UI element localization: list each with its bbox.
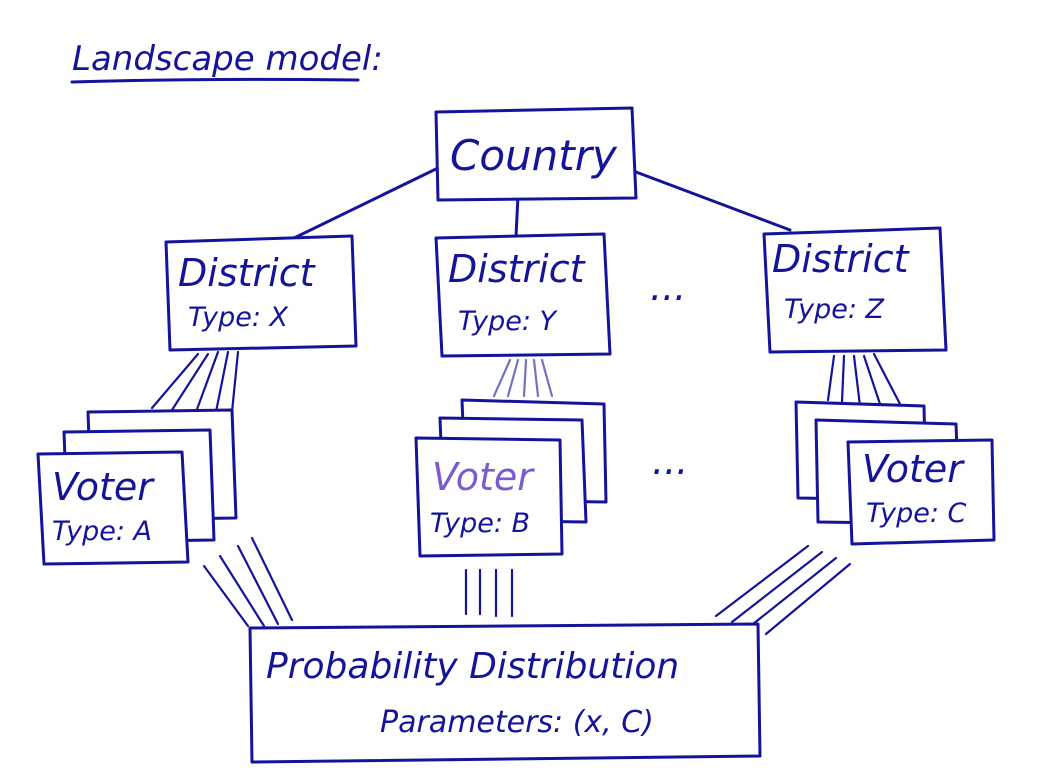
link-dy-voter-2 — [506, 358, 520, 398]
district-y-label: District — [448, 247, 587, 291]
distribution-params: Parameters: (x, C) — [380, 705, 654, 740]
link-vc-dist-1 — [714, 544, 810, 618]
district-z-box — [762, 226, 948, 354]
link-dy-voter-1 — [492, 358, 512, 398]
distribution-node: Probability Distribution Parameters: (x,… — [248, 622, 762, 764]
link-dz-voter-3 — [852, 354, 862, 408]
voter-a-type: Type: A — [52, 516, 152, 547]
district-z-type: Type: Z — [784, 294, 885, 325]
link-country-district-y — [514, 194, 520, 238]
title-underline — [70, 77, 360, 84]
district-voter-links — [150, 350, 902, 414]
voter-distribution-links — [202, 536, 852, 636]
diagram-title: Landscape model: — [70, 39, 383, 84]
link-dx-voter-3 — [194, 350, 220, 414]
link-dx-voter-5 — [230, 350, 240, 414]
voter-b-stack: Voter Type: B — [414, 398, 608, 558]
district-y-box — [434, 232, 612, 358]
district-z-node: District Type: Z — [762, 226, 948, 354]
district-x-type: Type: X — [188, 302, 289, 333]
country-node: Country — [434, 106, 638, 202]
link-dx-voter-2 — [170, 352, 210, 412]
link-dy-voter-3 — [522, 358, 528, 398]
link-vc-dist-4 — [764, 562, 852, 636]
link-dz-voter-2 — [840, 354, 846, 404]
country-box — [434, 106, 638, 202]
link-vc-dist-2 — [730, 550, 824, 624]
link-va-dist-3 — [236, 544, 280, 626]
voter-a-card-front — [36, 450, 190, 566]
voter-a-label: Voter — [52, 465, 155, 509]
link-dy-voter-5 — [540, 358, 554, 398]
link-dz-voter-1 — [826, 354, 836, 402]
link-dz-voter-5 — [872, 352, 902, 406]
district-x-node: District Type: X — [164, 234, 358, 352]
link-dx-voter-1 — [150, 352, 200, 410]
voter-b-type: Type: B — [430, 508, 530, 539]
district-z-label: District — [772, 237, 911, 281]
voter-c-label: Voter — [862, 447, 965, 491]
district-y-node: District Type: Y — [434, 232, 612, 358]
link-country-district-z — [634, 170, 792, 232]
voter-a-stack: Voter Type: A — [36, 408, 238, 566]
voter-c-stack: Voter Type: C — [794, 400, 996, 546]
link-dz-voter-4 — [862, 354, 882, 406]
voter-ellipsis: ... — [652, 439, 688, 483]
distribution-box — [248, 622, 762, 764]
link-va-dist-2 — [218, 554, 266, 628]
link-va-dist-1 — [202, 564, 250, 628]
link-va-dist-4 — [250, 536, 294, 622]
voter-c-card-front — [846, 438, 996, 546]
link-vc-dist-3 — [746, 556, 838, 630]
title-text: Landscape model: — [72, 39, 383, 79]
district-x-box — [164, 234, 358, 352]
voter-c-type: Type: C — [866, 498, 967, 529]
district-ellipsis: ... — [650, 265, 686, 309]
country-district-links — [288, 166, 792, 242]
distribution-label: Probability Distribution — [266, 646, 679, 687]
country-label: Country — [450, 131, 618, 180]
district-x-label: District — [178, 251, 317, 295]
link-country-district-x — [288, 166, 440, 242]
district-y-type: Type: Y — [458, 306, 559, 337]
voter-b-label: Voter — [432, 455, 535, 499]
link-dx-voter-4 — [214, 350, 230, 414]
voter-b-card-front — [414, 436, 564, 558]
link-dy-voter-4 — [532, 358, 540, 398]
